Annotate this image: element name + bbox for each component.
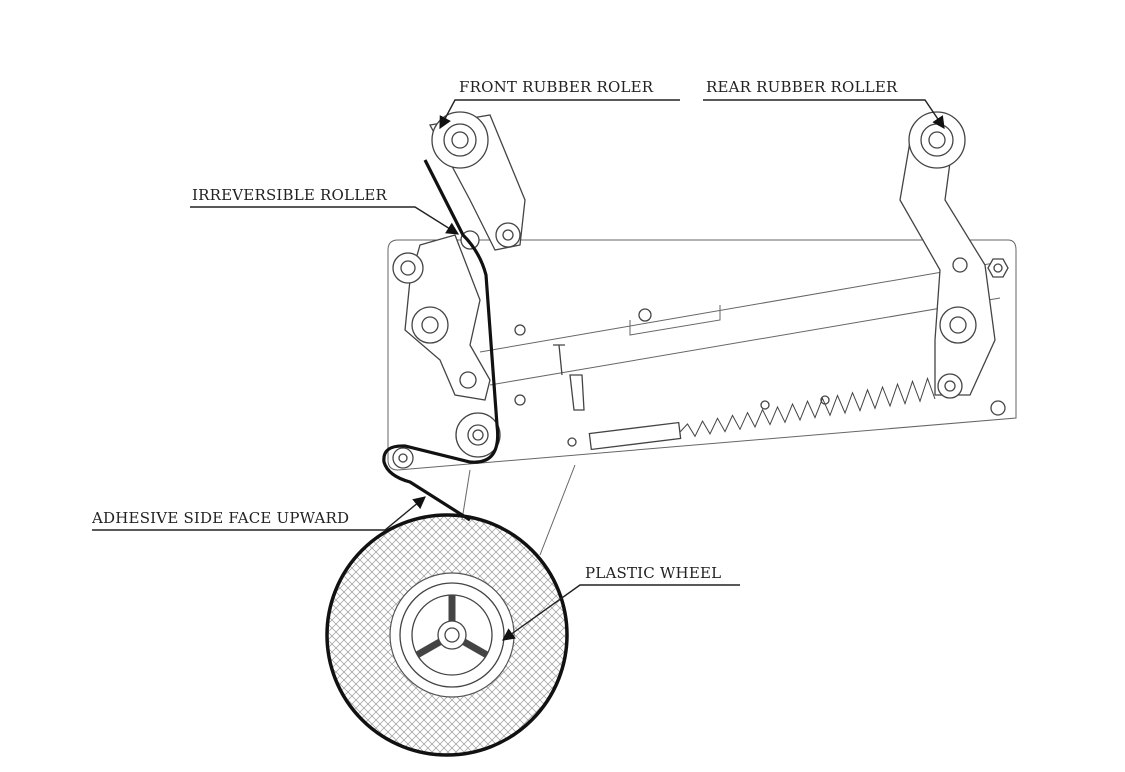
label-front-rubber-roller: FRONT RUBBER ROLER	[459, 78, 654, 96]
label-irreversible-roller: IRREVERSIBLE ROLLER	[192, 186, 388, 204]
tape-reel	[325, 513, 569, 757]
label-adhesive-side: ADHESIVE SIDE FACE UPWARD	[91, 509, 349, 527]
label-plastic-wheel: PLASTIC WHEEL	[585, 564, 721, 582]
label-rear-rubber-roller: REAR RUBBER ROLLER	[706, 78, 898, 96]
tape-path	[382, 159, 500, 522]
front-rubber-roller	[431, 111, 489, 169]
left-lever	[404, 234, 491, 401]
plastic-wheel	[399, 582, 505, 688]
rear-rubber-roller	[908, 111, 966, 169]
spring	[679, 376, 936, 438]
slide-bar	[479, 261, 1001, 386]
base-plate	[387, 239, 1017, 471]
